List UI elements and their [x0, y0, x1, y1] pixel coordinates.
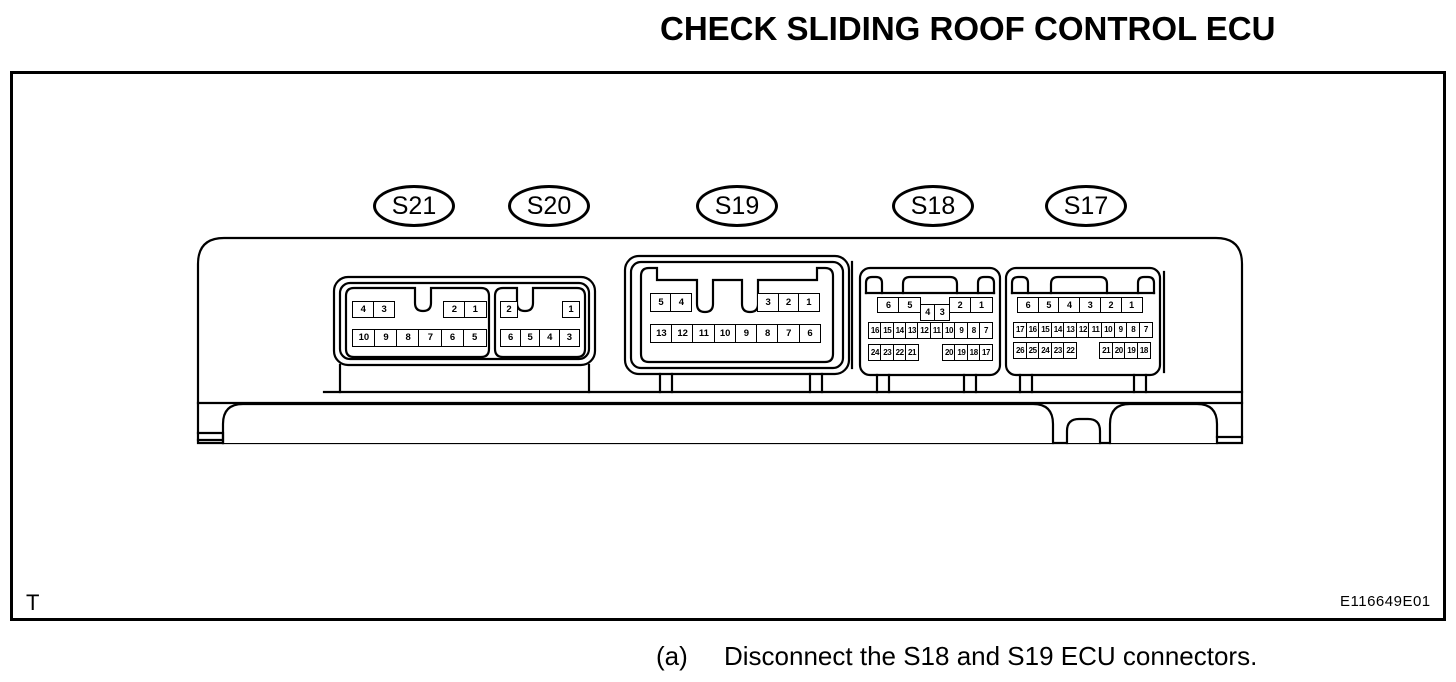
- pin-cell: 6: [440, 329, 465, 347]
- pin-cell: 7: [418, 329, 443, 347]
- pin-cell: 3: [558, 329, 580, 347]
- connector-label-s17-text: S17: [1063, 191, 1109, 220]
- pin-cell: 5: [650, 293, 672, 312]
- pin-cell: 3: [934, 304, 951, 321]
- pin-cell: 1: [797, 293, 820, 312]
- connector-s18-key-left: [864, 275, 884, 295]
- pin-cell: 15: [1038, 322, 1053, 338]
- connector-label-s18-text: S18: [910, 191, 956, 220]
- pin-cell: 2: [777, 293, 800, 312]
- pin-cell: 4: [352, 301, 375, 318]
- connector-label-s19: S19: [696, 185, 778, 227]
- pin-cell: 17: [979, 344, 994, 361]
- connector-s19-legs: [658, 372, 824, 394]
- ecu-tray-medium: [1108, 402, 1219, 445]
- pin-cell: 7: [1138, 322, 1153, 338]
- pin-cell: 18: [1136, 342, 1151, 359]
- caption-text: Disconnect the S18 and S19 ECU connector…: [724, 641, 1258, 671]
- pin-cell: 4: [1058, 297, 1081, 313]
- connector-s17-key-center: [1049, 275, 1109, 295]
- pin-cell: 6: [798, 324, 822, 343]
- pin-cell: 3: [372, 301, 396, 318]
- pin-cell: 4: [670, 293, 693, 312]
- pin-cell: 6: [500, 329, 522, 347]
- pin-cell: 25: [1025, 342, 1040, 359]
- pin-cell: 20: [942, 344, 956, 361]
- connector-s21-s20-pedestal: [338, 363, 591, 394]
- pin-cell: 9: [734, 324, 758, 343]
- pin-cell: 2: [500, 301, 518, 318]
- pin-cell: 21: [905, 344, 919, 361]
- pin-cell: 10: [352, 329, 376, 347]
- pin-cell: 3: [1079, 297, 1102, 313]
- connector-label-s20: S20: [508, 185, 590, 227]
- caption-index: (a): [656, 641, 688, 671]
- pin-cell: 12: [671, 324, 695, 343]
- pin-cell: 3: [757, 293, 780, 312]
- pin-cell: 10: [713, 324, 737, 343]
- pin-cell: 22: [1063, 342, 1078, 359]
- pin-cell: 1: [1120, 297, 1143, 313]
- pin-cell: 18: [966, 344, 981, 361]
- pin-cell: 8: [396, 329, 421, 347]
- connector-label-s18: S18: [892, 185, 974, 227]
- connector-s17-key-right: [1136, 275, 1156, 295]
- connector-label-s21-text: S21: [391, 191, 437, 220]
- pin-cell: 13: [650, 324, 673, 343]
- ecu-left-step: [196, 431, 225, 445]
- pin-cell: 1: [562, 301, 580, 318]
- pin-cell: 2: [443, 301, 466, 318]
- pin-cell: 6: [877, 297, 900, 313]
- pin-cell: 14: [1050, 322, 1065, 338]
- pin-cell: 7: [777, 324, 801, 343]
- connector-s18-key-right: [976, 275, 996, 295]
- connector-s17-key-left: [1010, 275, 1030, 295]
- pin-cell: 5: [898, 297, 922, 313]
- frame-corner-label: T: [26, 590, 40, 615]
- pin-cell: 5: [519, 329, 541, 347]
- pin-cell: 8: [756, 324, 779, 343]
- connector-s17-legs: [1018, 373, 1148, 394]
- ecu-tray-tab: [1065, 417, 1102, 445]
- pin-cell: 1: [464, 301, 487, 318]
- pin-cell: 22: [892, 344, 907, 361]
- pin-cell: 9: [374, 329, 398, 347]
- connector-s18-key-center: [901, 275, 959, 295]
- pin-cell: 4: [539, 329, 561, 347]
- pin-cell: 5: [462, 329, 487, 347]
- pin-cell: 24: [1038, 342, 1053, 359]
- connector-label-s21: S21: [373, 185, 455, 227]
- pin-cell: 2: [948, 297, 972, 313]
- pin-cell: 7: [979, 322, 994, 339]
- figure-code: E116649E01: [1340, 593, 1431, 610]
- pin-cell: 2: [1099, 297, 1123, 313]
- connector-label-s20-text: S20: [526, 191, 572, 220]
- page-title: CHECK SLIDING ROOF CONTROL ECU: [660, 10, 1276, 47]
- connector-s19-cavity: [639, 266, 835, 364]
- connector-label-s19-text: S19: [714, 191, 760, 220]
- ecu-tray-long: [221, 402, 1055, 445]
- connector-label-s17: S17: [1045, 185, 1127, 227]
- pin-cell: 1: [970, 297, 994, 313]
- pin-cell: 5: [1037, 297, 1060, 313]
- pin-cell: 11: [692, 324, 716, 343]
- connector-s18-legs: [875, 373, 978, 394]
- pin-cell: 6: [1017, 297, 1040, 313]
